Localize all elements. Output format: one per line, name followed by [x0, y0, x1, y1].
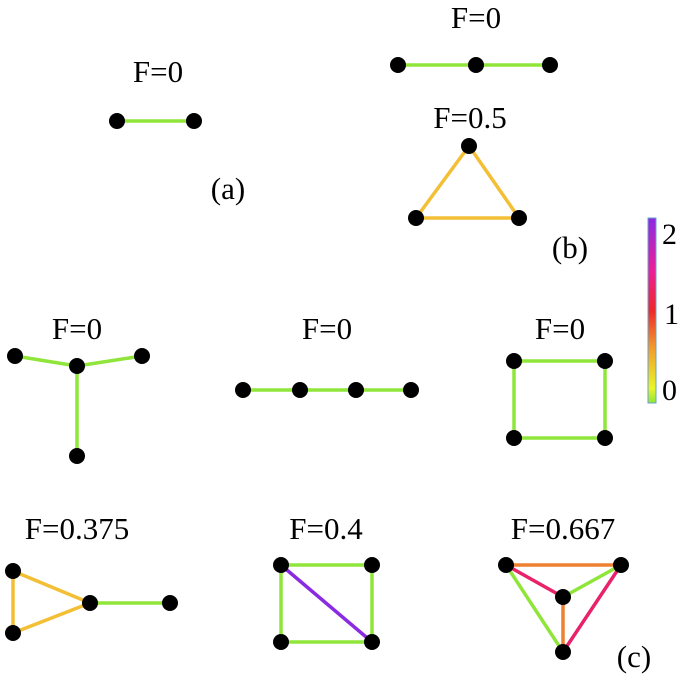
f-label-c6: F=0.667 — [511, 511, 615, 546]
graph-b2 — [408, 138, 527, 226]
node — [134, 348, 150, 364]
edge — [279, 563, 374, 644]
edge — [561, 563, 623, 599]
f-label-c2: F=0 — [302, 311, 352, 346]
node — [69, 358, 85, 374]
edge — [561, 563, 623, 654]
node — [468, 57, 484, 73]
graph-b1 — [390, 57, 558, 73]
node — [390, 57, 406, 73]
edge — [11, 569, 92, 605]
colorbar-tick-2: 2 — [662, 218, 677, 251]
node — [348, 382, 364, 398]
colorbar-tick-1: 1 — [664, 298, 679, 331]
node — [186, 113, 202, 129]
node — [461, 138, 477, 154]
edge — [11, 601, 92, 635]
colorbar-tick-0: 0 — [662, 374, 677, 407]
colorbar: 2 1 0 — [647, 217, 679, 407]
node — [542, 57, 558, 73]
panel-label-b: (b) — [552, 230, 588, 265]
node — [597, 430, 613, 446]
panel-label-a: (a) — [211, 171, 245, 206]
node — [555, 644, 571, 660]
edge — [13, 354, 79, 368]
node — [82, 595, 98, 611]
node — [613, 557, 629, 573]
node — [273, 634, 289, 650]
node — [364, 634, 380, 650]
panel-b: F=0 F=0.5 (b) — [390, 0, 588, 265]
node — [7, 348, 23, 364]
colorbar-gradient — [647, 217, 657, 404]
graph-c5-diamond — [273, 557, 380, 650]
node — [506, 353, 522, 369]
f-label-c5: F=0.4 — [289, 511, 363, 546]
graph-c4-paw — [5, 563, 178, 641]
node — [498, 557, 514, 573]
edge — [414, 144, 471, 220]
panel-a: F=0 (a) — [109, 54, 245, 206]
graph-a1 — [109, 113, 202, 129]
edge — [504, 563, 565, 654]
graph-c1-star — [7, 348, 150, 464]
edge — [504, 563, 565, 599]
graph-c6-k4 — [498, 557, 629, 660]
node — [292, 382, 308, 398]
graph-c3-square — [506, 353, 613, 446]
f-label-c1: F=0 — [52, 311, 102, 346]
node — [555, 589, 571, 605]
node — [5, 625, 21, 641]
f-label-b1: F=0 — [451, 0, 501, 35]
node — [109, 113, 125, 129]
node — [69, 448, 85, 464]
f-label-a1: F=0 — [133, 54, 183, 89]
f-label-c3: F=0 — [535, 311, 585, 346]
node — [408, 210, 424, 226]
edge — [467, 144, 521, 220]
node — [5, 563, 21, 579]
f-label-b2: F=0.5 — [433, 100, 506, 135]
edge — [75, 354, 144, 368]
node — [403, 382, 419, 398]
node — [506, 430, 522, 446]
node — [511, 210, 527, 226]
graph-c2-path — [235, 382, 419, 398]
f-label-c4: F=0.375 — [25, 511, 129, 546]
node — [364, 557, 380, 573]
node — [162, 595, 178, 611]
node — [235, 382, 251, 398]
node — [597, 353, 613, 369]
node — [273, 557, 289, 573]
panel-label-c: (c) — [617, 639, 651, 674]
panel-c: F=0 F=0 F=0 — [5, 311, 651, 674]
